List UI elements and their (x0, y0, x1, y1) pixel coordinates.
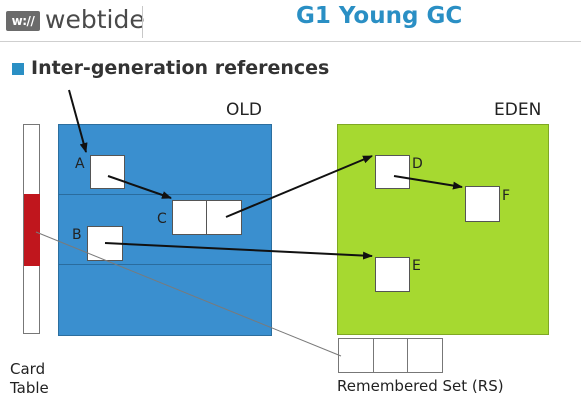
object-c-right (206, 200, 242, 235)
header-separator (142, 6, 143, 38)
remembered-set-cell-3 (407, 338, 443, 373)
object-d (375, 155, 410, 189)
dirty-card (24, 194, 40, 266)
remembered-set-cell-2 (373, 338, 408, 373)
card-table-label-line1: Card (10, 360, 46, 378)
eden-region (337, 124, 549, 335)
webtide-logo-mark: w:// (6, 11, 40, 31)
bullet-square-icon (12, 63, 24, 75)
eden-region-label: EDEN (494, 100, 542, 120)
remembered-set-label: Remembered Set (RS) (337, 377, 504, 395)
webtide-logo-text: webtide (45, 5, 145, 34)
bullet-heading: Inter-generation references (31, 57, 330, 79)
card-table-label: Card Table (10, 360, 49, 398)
object-e (375, 257, 410, 292)
object-a-label: A (75, 156, 85, 172)
slide-title: G1 Young GC (296, 3, 463, 29)
old-region-label: OLD (226, 100, 262, 120)
object-c-label: C (157, 211, 167, 227)
card-table-label-line2: Table (10, 379, 49, 397)
object-c-left (172, 200, 207, 235)
remembered-set-cell-1 (338, 338, 374, 373)
object-f-label: F (502, 188, 511, 204)
object-b (87, 226, 123, 261)
object-a (90, 155, 125, 189)
object-b-label: B (72, 227, 82, 243)
header-divider (0, 41, 581, 42)
old-card-divider-1 (58, 194, 272, 195)
object-f (465, 186, 500, 222)
old-card-divider-2 (58, 264, 272, 265)
object-e-label: E (412, 258, 421, 274)
object-d-label: D (412, 156, 423, 172)
